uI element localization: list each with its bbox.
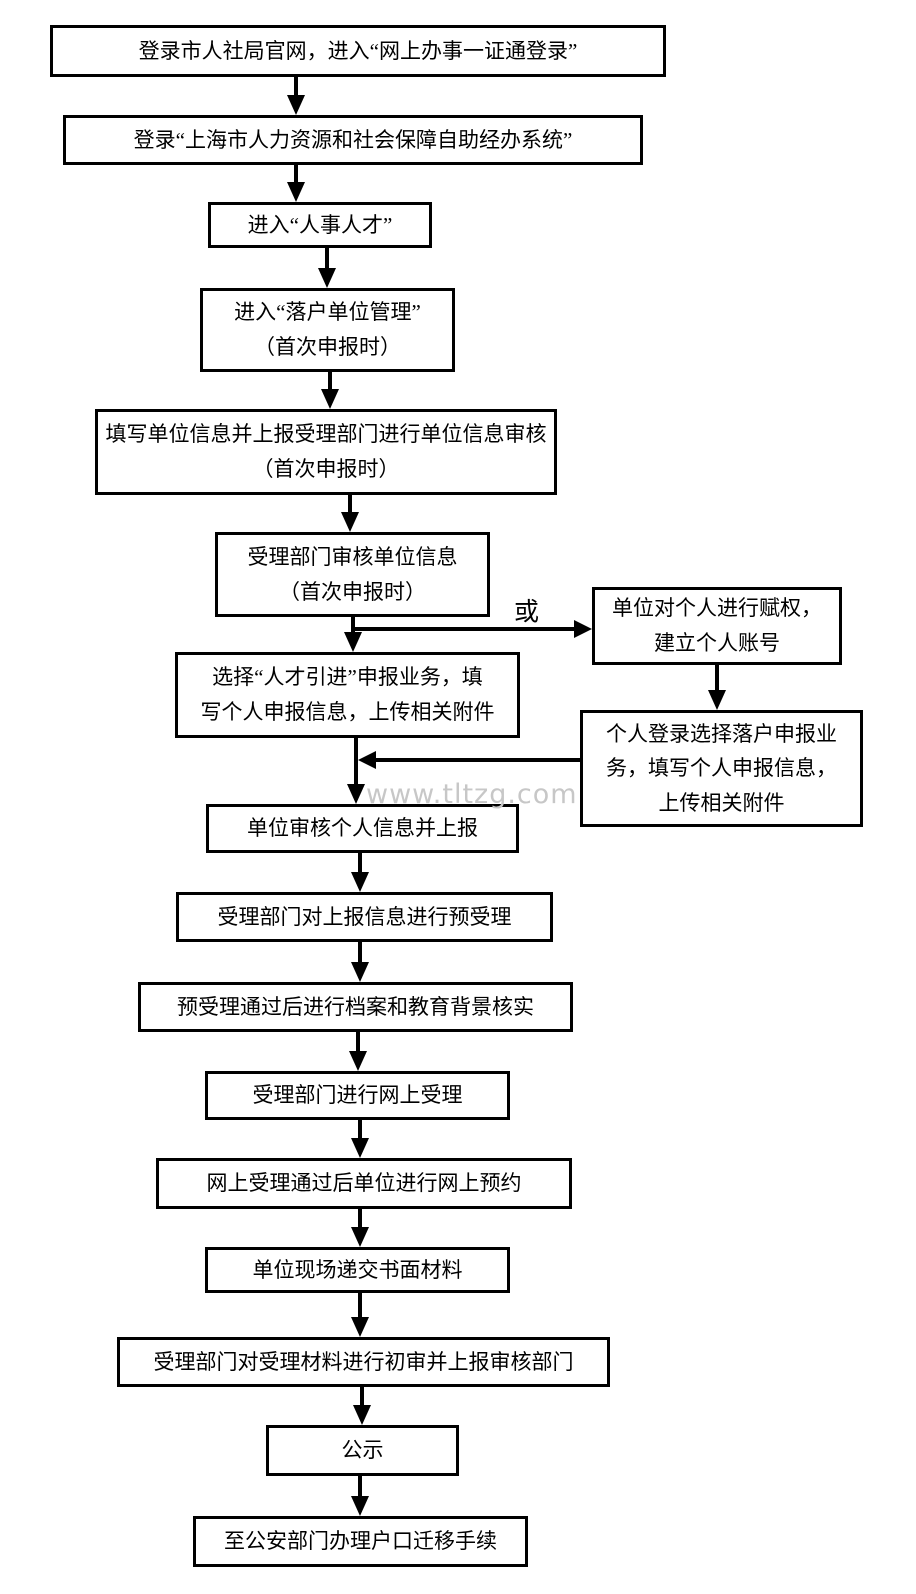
- step-fill-unit-info-report: 填写单位信息并上报受理部门进行单位信息审核 （首次申报时）: [95, 409, 557, 495]
- step-login-hrss-website: 登录市人社局官网，进入“网上办事一证通登录”: [50, 25, 666, 77]
- step-individual-login-declare: 个人登录选择落户申报业 务，填写个人申报信息， 上传相关附件: [580, 710, 863, 827]
- arrow-down-icon: [287, 77, 726, 1516]
- step-unit-review-personal-info: 单位审核个人信息并上报: [206, 804, 519, 853]
- step-enter-personnel-talent: 进入“人事人才”: [208, 202, 432, 248]
- step-enter-settlement-unit-management: 进入“落户单位管理” （首次申报时）: [200, 288, 455, 372]
- step-online-appointment: 网上受理通过后单位进行网上预约: [156, 1158, 572, 1209]
- step-submit-paper-materials: 单位现场递交书面材料: [205, 1247, 510, 1293]
- step-pre-acceptance: 受理部门对上报信息进行预受理: [176, 892, 553, 942]
- or-branch-label: 或: [514, 599, 540, 626]
- arrow-left-icon: [358, 751, 580, 769]
- step-household-migration: 至公安部门办理户口迁移手续: [193, 1516, 528, 1567]
- step-preliminary-review-report: 受理部门对受理材料进行初审并上报审核部门: [117, 1337, 610, 1387]
- step-unit-authorize-individual: 单位对个人进行赋权， 建立个人账号: [592, 587, 842, 665]
- step-public-notice: 公示: [266, 1425, 459, 1476]
- step-select-talent-introduction: 选择“人才引进”申报业务，填 写个人申报信息，上传相关附件: [175, 652, 520, 738]
- arrow-right-icon: [353, 620, 592, 638]
- step-unit-info-review: 受理部门审核单位信息 （首次申报时）: [215, 532, 490, 617]
- watermark-text: www.tltzg.com: [366, 779, 578, 810]
- step-online-acceptance: 受理部门进行网上受理: [205, 1071, 510, 1120]
- step-login-self-service-system: 登录“上海市人力资源和社会保障自助经办系统”: [63, 115, 643, 165]
- step-archive-education-verification: 预受理通过后进行档案和教育背景核实: [138, 982, 573, 1032]
